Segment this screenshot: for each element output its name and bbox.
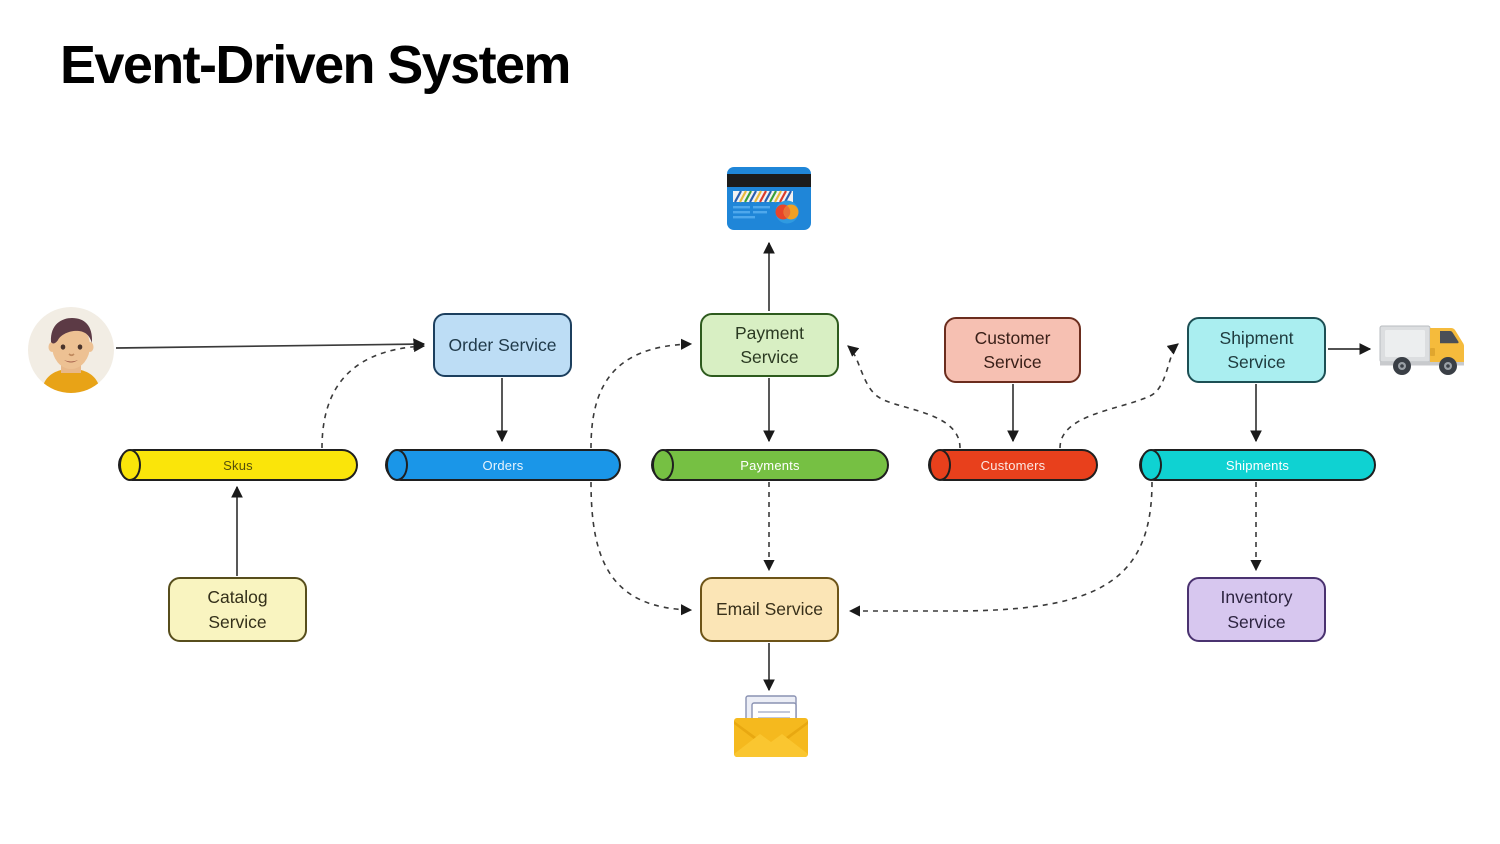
topic-cap-skus — [119, 449, 141, 481]
topic-cap-orders — [386, 449, 408, 481]
topic-cap-shipments — [1140, 449, 1162, 481]
topic-orders[interactable]: Orders — [385, 449, 621, 481]
edge-shipments-to-email — [848, 481, 1153, 617]
edge-skus-to-order — [321, 340, 426, 449]
service-label-catalog-service: Catalog Service — [207, 587, 268, 632]
topic-cap-customers — [929, 449, 951, 481]
service-label-order-service: Order Service — [448, 334, 557, 355]
topic-label-skus: Skus — [223, 457, 253, 473]
service-box-email-service[interactable]: Email Service — [700, 577, 839, 642]
topic-skus[interactable]: Skus — [118, 449, 358, 481]
service-label-inventory-service: Inventory Service — [1220, 587, 1293, 632]
service-box-payment-service[interactable]: Payment Service — [700, 313, 839, 377]
service-box-inventory-service[interactable]: Inventory Service — [1187, 577, 1326, 642]
service-box-order-service[interactable]: Order Service — [433, 313, 572, 377]
user-avatar-icon — [28, 307, 114, 393]
service-box-shipment-service[interactable]: Shipment Service — [1187, 317, 1326, 383]
service-box-catalog-service[interactable]: Catalog Service — [168, 577, 307, 642]
topic-label-customers: Customers — [980, 457, 1046, 473]
edge-orders-to-payment — [590, 338, 693, 449]
delivery-truck-icon — [1379, 325, 1464, 375]
service-label-payment-service: Payment Service — [734, 322, 805, 367]
topic-cap-payments — [652, 449, 674, 481]
topic-shipments[interactable]: Shipments — [1139, 449, 1376, 481]
edge-orders-to-email — [590, 481, 693, 616]
topic-payments[interactable]: Payments — [651, 449, 889, 481]
service-label-shipment-service: Shipment Service — [1219, 327, 1294, 372]
service-label-email-service: Email Service — [716, 599, 823, 620]
service-label-customer-service: Customer Service — [974, 327, 1051, 372]
credit-card-icon — [727, 167, 811, 230]
service-box-customer-service[interactable]: Customer Service — [944, 317, 1081, 383]
page-title: Event-Driven System — [60, 35, 571, 95]
email-envelope-icon — [734, 695, 808, 757]
edge-user-to-order — [115, 338, 426, 351]
topic-label-shipments: Shipments — [1225, 457, 1290, 473]
topic-label-orders: Orders — [482, 457, 524, 473]
topic-label-payments: Payments — [740, 457, 800, 473]
topic-customers[interactable]: Customers — [928, 449, 1098, 481]
